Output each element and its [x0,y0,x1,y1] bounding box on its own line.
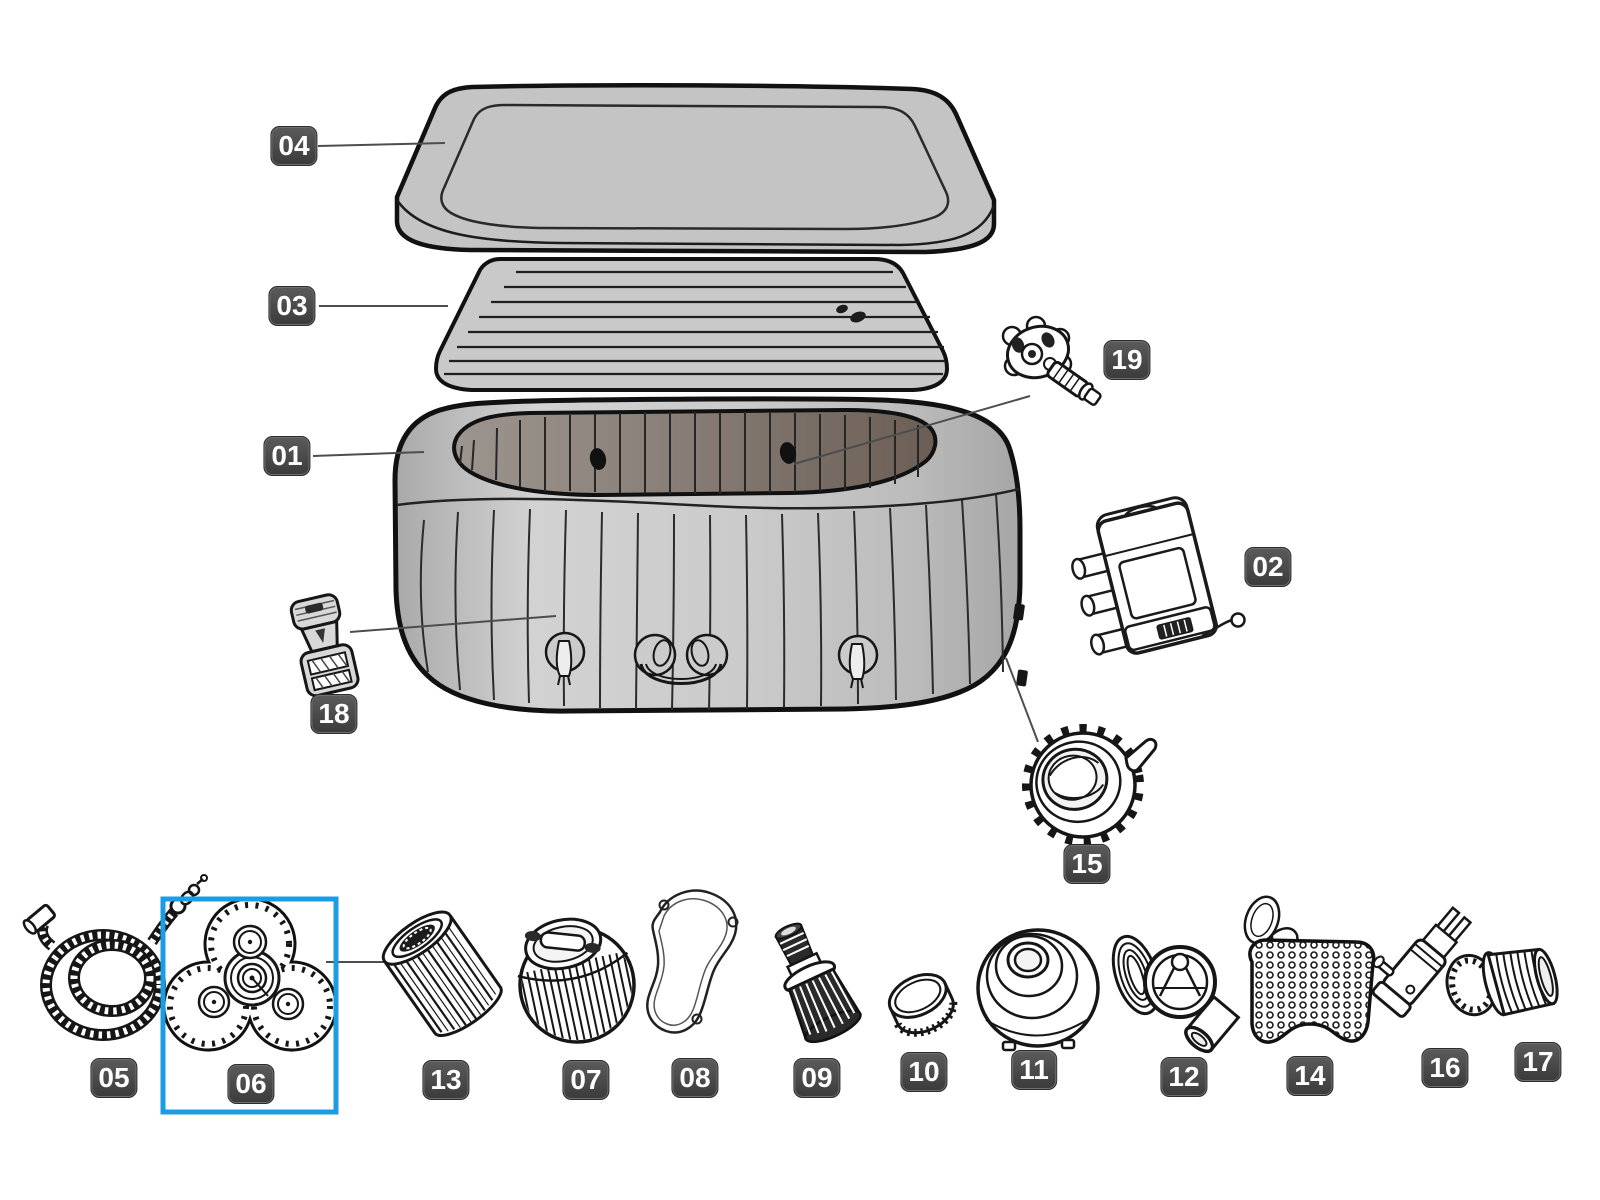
part-badge-16[interactable]: 16 [1421,1048,1469,1088]
part-18-buckle-drawing[interactable] [288,592,360,698]
part-badge-12[interactable]: 12 [1160,1057,1208,1097]
leader-lines [312,142,1039,963]
jet-hole-right [779,442,797,464]
part-07-housing-cap-drawing[interactable] [507,908,644,1053]
selected-part-highlight [160,896,339,1115]
part-09-hose-adapter-drawing[interactable] [759,914,864,1048]
part-10-stopper-cap-drawing[interactable] [883,966,961,1041]
part-badge-07[interactable]: 07 [562,1060,610,1100]
part-12-elbow-fitting-drawing[interactable] [1105,931,1241,1056]
jet-hole-left [589,448,607,470]
part-badge-15[interactable]: 15 [1063,844,1111,884]
part-13-filter-cartridge-drawing[interactable] [376,903,508,1044]
part-14-mesh-pad-drawing[interactable] [1239,892,1376,1044]
part-badge-01[interactable]: 01 [263,436,311,476]
mat-valve-icon [836,304,866,323]
part-16-valve-tool-drawing[interactable] [1358,891,1478,1018]
part-badge-11[interactable]: 11 [1011,1050,1057,1090]
tub-port-tab-upper [1013,603,1025,621]
part-badge-06[interactable]: 06 [227,1064,275,1104]
tub-strap-rings [544,631,879,689]
part-badge-08[interactable]: 08 [671,1058,719,1098]
tub-port-tab-lower [1016,669,1028,687]
part-badge-02[interactable]: 02 [1244,547,1292,587]
part-badge-10[interactable]: 10 [900,1052,948,1092]
part-badge-18[interactable]: 18 [310,694,358,734]
part-badge-05[interactable]: 05 [90,1058,138,1098]
part-badge-13[interactable]: 13 [422,1060,470,1100]
part-badge-03[interactable]: 03 [268,286,316,326]
part-15-ring-nut-drawing[interactable] [1018,716,1170,850]
part-08-housing-shell-drawing[interactable] [646,889,739,1034]
part-badge-17[interactable]: 17 [1514,1042,1562,1082]
part-03-floor-mat-drawing[interactable] [434,257,949,392]
part-badge-04[interactable]: 04 [270,126,318,166]
part-17-threaded-connector-drawing[interactable] [1441,935,1562,1029]
part-badge-14[interactable]: 14 [1286,1056,1334,1096]
part-01-tub-drawing[interactable] [392,396,1028,714]
part-04-cover-drawing[interactable] [394,83,997,255]
part-badge-09[interactable]: 09 [793,1058,841,1098]
part-02-pump-drawing[interactable] [1062,495,1246,663]
part-11-housing-dome-drawing[interactable] [976,928,1100,1052]
part-badge-19[interactable]: 19 [1103,340,1151,380]
part-06-jet-base-drawing[interactable] [162,897,338,1052]
part-19-jet-nozzle-drawing[interactable] [1001,315,1104,407]
